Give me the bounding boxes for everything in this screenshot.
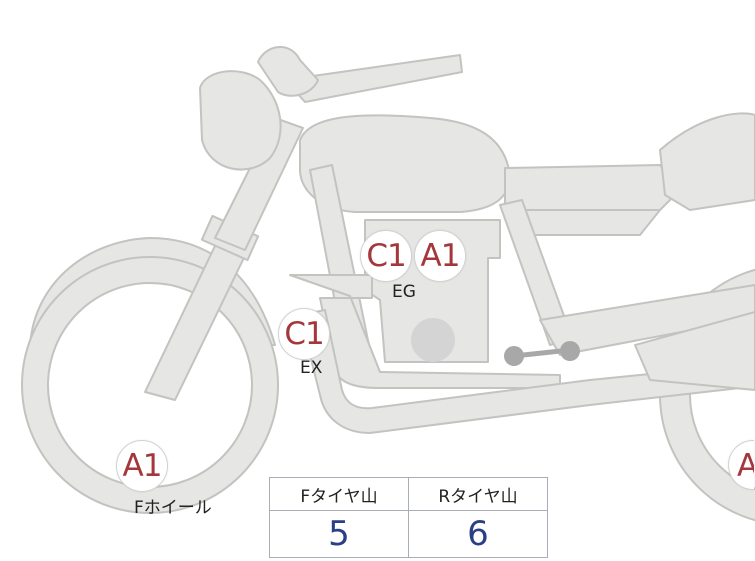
engine-c1-badge: C1 [360, 230, 412, 282]
engine-cover [411, 318, 455, 362]
tire-tread-table: Fタイヤ山 Rタイヤ山 5 6 [269, 477, 548, 558]
rear-wheel-a-badge: A [728, 440, 754, 490]
rear-tire-value: 6 [408, 510, 548, 558]
foot-pedal-end-right [560, 341, 580, 361]
tire-table-header-row: Fタイヤ山 Rタイヤ山 [269, 477, 548, 511]
rear-cowl [659, 112, 755, 211]
engine-label: EG [392, 282, 416, 302]
engine-a1-badge: A1 [414, 230, 466, 282]
exhaust-label: EX [300, 358, 323, 378]
rear-shock [634, 311, 755, 391]
headlight [199, 70, 282, 171]
tire-table-value-row: 5 6 [269, 510, 548, 558]
seat [504, 164, 681, 213]
front-wheel-a1-badge: A1 [116, 440, 168, 492]
front-tire-value: 5 [269, 510, 409, 558]
front-tire-header: Fタイヤ山 [269, 477, 409, 511]
exhaust-c1-badge: C1 [278, 308, 330, 360]
swing-arm [539, 284, 755, 356]
foot-pedal-end-left [504, 346, 524, 366]
rear-tire-header: Rタイヤ山 [408, 477, 548, 511]
handlebar-clamp [257, 46, 319, 97]
front-wheel-label: Fホイール [134, 498, 212, 518]
